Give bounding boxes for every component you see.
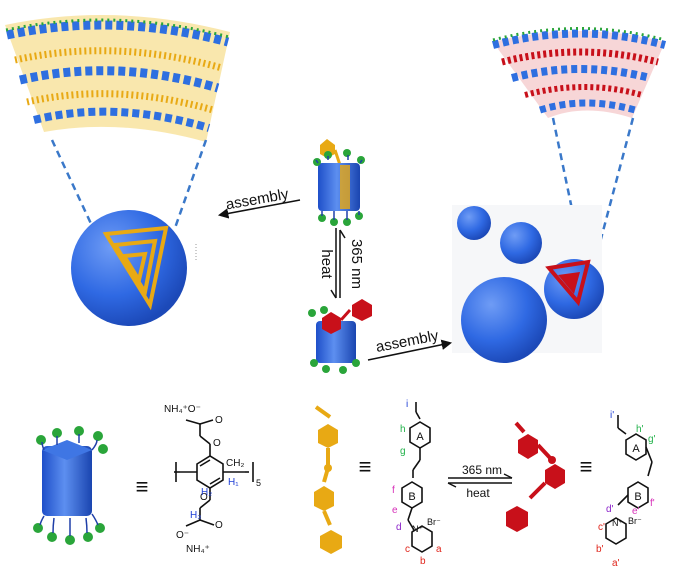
uv-label-vertical: 365 nm — [348, 239, 365, 289]
guest-trans-structure — [401, 402, 433, 553]
cis-label-f: f' — [650, 498, 655, 509]
ch2-label: CH₂ — [226, 458, 244, 469]
o-minus-bottom: O⁻ — [176, 530, 189, 541]
equiv-symbol-3: ≡ — [580, 454, 593, 479]
trans-label-c: c — [405, 544, 410, 555]
equilibrium-arrow-horizontal — [447, 473, 513, 488]
nh4-bottom: NH₄⁺ — [186, 544, 210, 555]
trans-ring-b: B — [408, 491, 415, 503]
guest-cis-structure — [605, 415, 653, 545]
assembly-label-left: assembly — [225, 186, 291, 214]
h3-label: H₃ — [190, 510, 201, 521]
cis-br: Br⁻ — [628, 516, 642, 526]
cis-label-g: g' — [648, 434, 656, 445]
cis-label-i: i' — [610, 410, 614, 421]
heat-label-horizontal: heat — [466, 486, 490, 500]
o-ring-top: O — [213, 438, 221, 449]
repeat-5: 5 — [256, 478, 261, 488]
cis-n-plus: N⁺ — [612, 518, 623, 528]
trans-label-f: f — [392, 485, 395, 496]
cis-label-d: d' — [606, 504, 614, 515]
heat-label-vertical: heat — [318, 249, 335, 279]
nh4-top: NH₄⁺O⁻ — [164, 404, 201, 415]
trans-label-i: i — [406, 399, 408, 410]
cis-label-c: c' — [598, 522, 605, 533]
trans-label-e: e — [392, 505, 398, 516]
equiv-symbol-1: ≡ — [136, 474, 149, 499]
cis-label-h: h' — [636, 424, 644, 435]
guest-cis-cartoon — [506, 421, 565, 532]
o-bottom: O — [215, 520, 223, 531]
equilibrium-arrow-vertical — [330, 228, 346, 299]
h1-label: H₁ — [228, 477, 239, 488]
lamellar-fan-red — [491, 27, 667, 118]
cis-label-b: b' — [596, 544, 604, 555]
trans-label-a: a — [436, 544, 442, 555]
trans-br: Br⁻ — [427, 517, 441, 527]
o-top: O — [215, 415, 223, 426]
uv-label-horizontal: 365 nm — [462, 463, 502, 477]
h2-label: H₂ — [201, 487, 212, 498]
cis-label-e: e' — [632, 506, 640, 517]
vesicles-red — [452, 205, 604, 363]
trans-label-h: h — [400, 424, 406, 435]
vesicle-yellow — [71, 210, 197, 326]
lamellar-fan-yellow — [5, 15, 230, 143]
trans-label-b: b — [420, 556, 426, 567]
assembly-arrow-left — [217, 199, 301, 219]
trans-label-d: d — [396, 522, 402, 533]
cis-ring-a: A — [632, 443, 640, 455]
pillararene-structure — [174, 419, 254, 527]
complex-cis — [308, 299, 372, 374]
trans-ring-a: A — [416, 431, 424, 443]
assembly-arrow-right — [367, 339, 453, 361]
cis-ring-b: B — [634, 491, 641, 503]
cis-label-a: a' — [612, 558, 620, 569]
o-ring-bottom: O — [200, 492, 208, 503]
trans-n-plus: N⁺ — [412, 524, 423, 534]
equiv-symbol-2: ≡ — [359, 454, 372, 479]
pillararene-cartoon — [33, 426, 108, 545]
guest-trans-cartoon — [314, 405, 342, 554]
trans-label-g: g — [400, 446, 406, 457]
complex-trans — [313, 139, 365, 226]
